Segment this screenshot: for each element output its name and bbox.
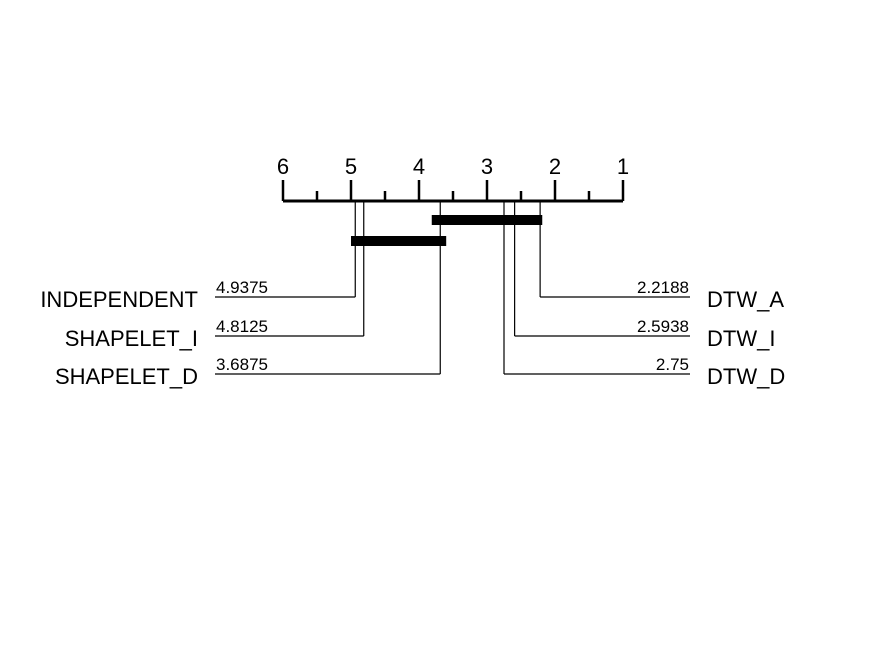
rank-value-label: 4.9375 <box>216 278 268 297</box>
rank-value-label: 2.75 <box>656 355 689 374</box>
method-name-label: DTW_I <box>707 326 775 351</box>
rank-value-label: 2.2188 <box>637 278 689 297</box>
rank-value-label: 4.8125 <box>216 317 268 336</box>
method-name-label: DTW_D <box>707 364 785 389</box>
axis-tick-label: 1 <box>617 154 629 179</box>
rank-value-label: 3.6875 <box>216 355 268 374</box>
axis-tick-label: 2 <box>549 154 561 179</box>
axis-tick-label: 4 <box>413 154 425 179</box>
axis-tick-label: 3 <box>481 154 493 179</box>
method-name-label: SHAPELET_I <box>65 326 198 351</box>
axis-tick-label: 5 <box>345 154 357 179</box>
axis-tick-label: 6 <box>277 154 289 179</box>
method-name-label: DTW_A <box>707 287 784 312</box>
rank-value-label: 2.5938 <box>637 317 689 336</box>
method-name-label: INDEPENDENT <box>40 287 198 312</box>
clique-bars <box>351 215 543 246</box>
rank-axis: 6 5 4 3 2 1 <box>277 154 629 203</box>
method-connectors: 4.9375 INDEPENDENT 4.8125 SHAPELET_I 3.6875 S… <box>40 201 785 389</box>
method-name-label: SHAPELET_D <box>55 364 198 389</box>
